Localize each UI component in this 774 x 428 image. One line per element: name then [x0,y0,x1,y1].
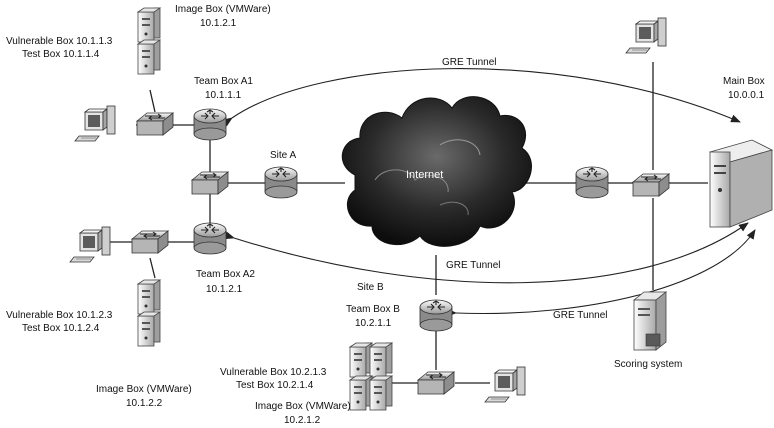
team-box-a1-ip: 10.1.1.1 [205,90,242,101]
image-box-a2-server-icon [137,279,161,347]
site-a-label: Site A [270,150,296,161]
switch-site-b-icon [417,371,455,395]
gre-tunnel-mid-label: GRE Tunnel [446,260,500,271]
vulnerable-box-b-label: Vulnerable Box 10.2.1.3 [220,367,327,378]
team-box-a2-ip: 10.1.2.1 [206,284,243,295]
site-b-label: Site B [357,282,384,293]
switch-a2-icon [131,230,169,254]
workstation-a1-icon [74,105,116,142]
team-box-b-ip: 10.2.1.1 [355,318,392,329]
internet-label: Internet [406,169,443,181]
internet-cloud-icon [341,96,532,247]
test-box-a1-label: Test Box 10.1.1.4 [22,49,100,60]
scoring-system-server-icon [632,291,668,351]
router-team-box-a2-icon [193,222,227,255]
image-box-a2-title: Image Box (VMWare) [96,384,192,395]
team-box-a1-title: Team Box A1 [194,76,253,87]
switch-site-a-icon [191,171,229,195]
main-box-title: Main Box [723,76,765,87]
switch-a1-icon [136,112,174,136]
workstation-top-right-icon [625,17,667,54]
gre-tunnel-top-path [222,68,741,127]
image-box-a1-title: Image Box (VMWare) [175,4,271,15]
vulnerable-box-a2-label: Vulnerable Box 10.1.2.3 [6,310,113,321]
router-main-icon [575,166,609,199]
image-box-b-ip: 10.2.1.2 [284,415,321,426]
main-box-server-icon [708,139,774,228]
image-box-b-server-icon [349,342,393,411]
team-box-b-title: Team Box B [346,304,400,315]
gre-tunnel-mid-path [224,222,749,284]
test-box-a2-label: Test Box 10.1.2.4 [22,323,100,334]
image-box-a1-server-icon [137,7,161,75]
scoring-system-label: Scoring system [614,359,682,370]
workstation-site-b-icon [484,366,526,403]
image-box-b-title: Image Box (VMWare) [255,401,351,412]
image-box-a1-ip: 10.1.2.1 [200,18,237,29]
gre-tunnel-top-label: GRE Tunnel [442,57,496,68]
team-box-a2-title: Team Box A2 [196,269,255,280]
router-team-box-a1-icon [193,108,227,141]
router-site-a-icon [264,166,298,199]
diagram-labels: Image Box (VMWare) 10.1.2.1 Vulnerable B… [6,4,765,426]
switch-main-icon [632,173,670,197]
test-box-b-label: Test Box 10.2.1.4 [236,380,314,391]
gre-tunnel-right-label: GRE Tunnel [553,310,607,321]
workstation-a2-icon [69,226,111,263]
gre-tunnel-right-path [446,229,756,317]
router-team-box-b-icon [419,299,453,332]
main-box-ip: 10.0.0.1 [728,90,765,101]
image-box-a2-ip: 10.1.2.2 [126,398,163,409]
vulnerable-box-a1-label: Vulnerable Box 10.1.1.3 [6,36,113,47]
